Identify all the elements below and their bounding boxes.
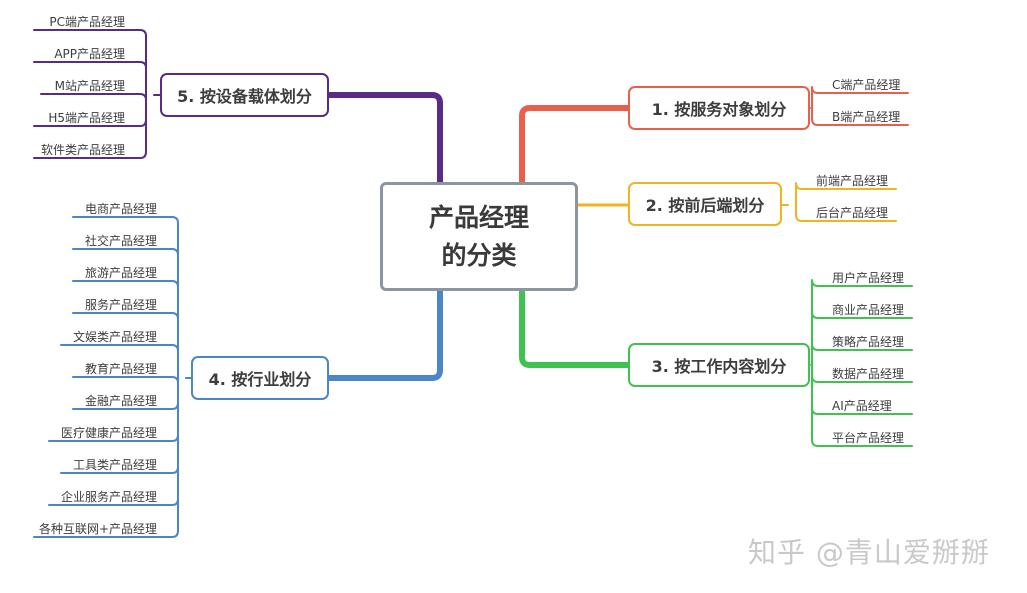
connector-line (811, 311, 913, 366)
leaf-2-2[interactable]: 策略产品经理 (832, 335, 905, 349)
connector-line (811, 107, 909, 126)
leaf-4-4[interactable]: 软件类产品经理 (40, 143, 125, 157)
connector-line (33, 94, 147, 159)
leaf-4-1[interactable]: APP产品经理 (54, 47, 125, 61)
root-node[interactable]: 产品经理 的分类 (380, 182, 578, 291)
leaf-2-3[interactable]: 数据产品经理 (832, 367, 905, 381)
connector-line (326, 288, 443, 381)
leaf-1-0[interactable]: 前端产品经理 (816, 174, 889, 188)
branch-by-industry[interactable]: 4. 按行业划分 (191, 356, 329, 400)
connector-line (33, 377, 179, 538)
branch-by-device[interactable]: 5. 按设备载体划分 (160, 73, 329, 117)
leaf-3-0[interactable]: 电商产品经理 (84, 202, 157, 216)
leaf-3-1[interactable]: 社交产品经理 (84, 234, 157, 248)
leaf-2-4[interactable]: AI产品经理 (832, 399, 892, 413)
branch-by-work-content[interactable]: 3. 按工作内容划分 (628, 343, 810, 387)
connector-line (811, 279, 913, 366)
connector-line (519, 288, 631, 368)
leaf-3-9[interactable]: 企业服务产品经理 (60, 490, 157, 504)
connector-line (72, 280, 179, 379)
zhihu-watermark: 知乎 @青山爱掰掰 (748, 536, 990, 569)
root-title-line1: 产品经理 (428, 202, 529, 232)
leaf-3-6[interactable]: 金融产品经理 (84, 394, 157, 408)
branch-by-front-back-end[interactable]: 2. 按前后端划分 (628, 182, 782, 226)
connector-line (811, 86, 909, 109)
connector-line (72, 376, 179, 384)
leaf-2-0[interactable]: 用户产品经理 (832, 271, 905, 285)
leaf-3-2[interactable]: 旅游产品经理 (84, 266, 157, 280)
leaf-4-0[interactable]: PC端产品经理 (49, 15, 125, 29)
connector-line (40, 93, 147, 101)
leaf-0-1[interactable]: B端产品经理 (832, 110, 901, 124)
leaf-3-7[interactable]: 医疗健康产品经理 (60, 426, 157, 440)
connector-line (60, 344, 179, 379)
leaf-1-1[interactable]: 后台产品经理 (816, 206, 889, 220)
connector-line (72, 216, 179, 379)
connector-line (811, 343, 913, 366)
leaf-3-4[interactable]: 文娱类产品经理 (72, 330, 157, 344)
connector-line (795, 204, 897, 222)
leaf-3-8[interactable]: 工具类产品经理 (72, 458, 157, 472)
connector-line (326, 92, 443, 185)
connector-line (33, 29, 147, 96)
branch-by-service-target[interactable]: 1. 按服务对象划分 (628, 86, 810, 130)
leaf-4-2[interactable]: M站产品经理 (54, 79, 125, 93)
leaf-3-5[interactable]: 教育产品经理 (84, 362, 157, 376)
connector-line (72, 312, 179, 379)
connector-line (519, 105, 631, 185)
leaf-3-10[interactable]: 各种互联网+产品经理 (38, 522, 157, 536)
connector-line (33, 61, 147, 96)
leaf-0-0[interactable]: C端产品经理 (832, 78, 901, 92)
connector-line (811, 364, 913, 447)
connector-line (795, 182, 897, 206)
connector-line (72, 248, 179, 379)
root-title-line2: 的分类 (441, 240, 517, 270)
leaf-3-3[interactable]: 服务产品经理 (84, 298, 157, 312)
leaf-2-5[interactable]: 平台产品经理 (832, 431, 905, 445)
leaf-2-1[interactable]: 商业产品经理 (832, 303, 905, 317)
leaf-4-3[interactable]: H5端产品经理 (48, 111, 125, 125)
